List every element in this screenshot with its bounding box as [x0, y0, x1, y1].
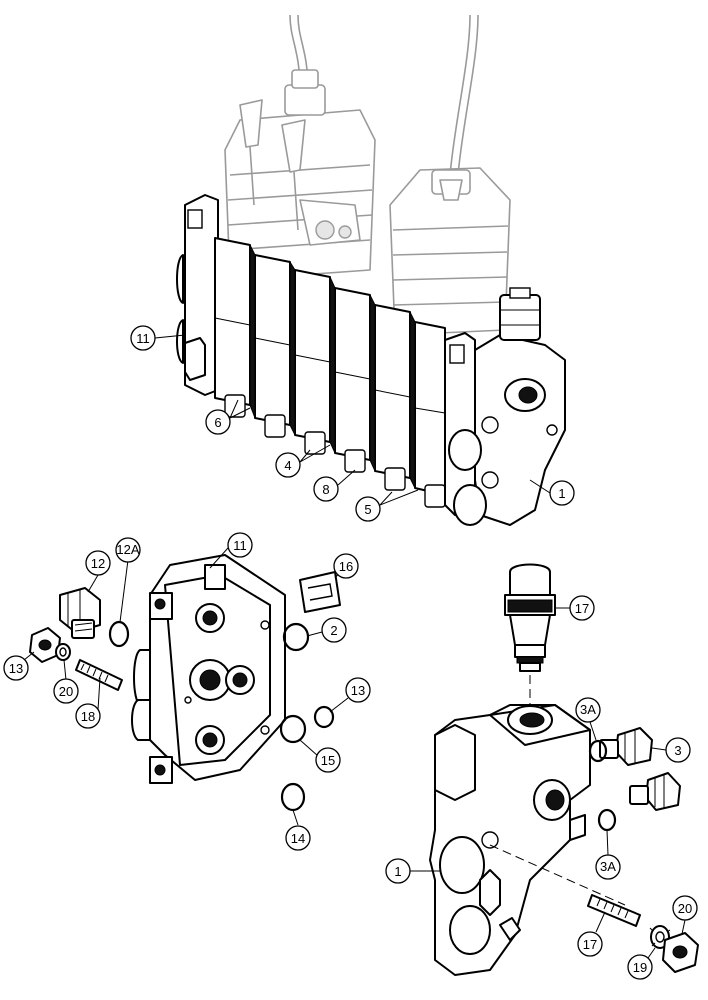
callout-20-left: 13: [3, 651, 35, 681]
plug-12: [59, 587, 101, 639]
stud-17-right: [587, 894, 641, 927]
svg-text:1: 1: [394, 864, 401, 879]
o-ring-14: [279, 714, 307, 744]
callout-13-b: 14: [285, 809, 311, 851]
end-plate-exploded: [131, 554, 286, 784]
callout-5: 5: [355, 489, 419, 522]
svg-text:2: 2: [330, 623, 337, 638]
callout-13-a: 2: [306, 617, 347, 643]
svg-text:4: 4: [284, 458, 291, 473]
svg-text:20: 20: [59, 684, 73, 699]
o-ring-15: [313, 705, 335, 729]
joystick-boots-rear: [224, 69, 376, 281]
callout-20-right: 20: [672, 895, 698, 935]
callout-14: 15: [299, 739, 341, 773]
callout-3a-bottom: 3A: [595, 829, 621, 880]
stud-axis: [489, 844, 626, 906]
washer-18: [55, 643, 71, 661]
svg-text:16: 16: [339, 559, 353, 574]
joystick-boot-front: [389, 167, 511, 336]
nut-20-right: [662, 932, 699, 973]
callout-6: 6: [205, 399, 251, 435]
callout-11-mid: 11: [209, 532, 253, 569]
control-cables: [289, 14, 479, 176]
callout-2: 17: [555, 595, 595, 621]
callout-12a: 12A: [115, 537, 141, 623]
plug-3-b: [629, 772, 681, 811]
spool-ends: [224, 394, 446, 508]
callout-3a-top: 3A: [575, 697, 601, 741]
svg-text:20: 20: [678, 901, 692, 916]
svg-text:11: 11: [233, 538, 247, 553]
svg-text:17: 17: [575, 601, 589, 616]
plug-3-a: [599, 727, 653, 766]
svg-text:13: 13: [9, 661, 23, 676]
svg-text:11: 11: [136, 331, 150, 346]
relief-valve-2: [504, 563, 556, 672]
shim-16: [299, 571, 341, 613]
o-ring-13-b: [280, 782, 306, 812]
callout-19: 19: [627, 947, 656, 980]
callout-4: 4: [275, 444, 331, 478]
callout-3: 3: [651, 737, 691, 763]
o-ring-12a: [108, 620, 130, 648]
callout-17-left: 18: [75, 677, 101, 729]
svg-text:5: 5: [364, 502, 371, 517]
svg-text:6: 6: [214, 415, 221, 430]
callout-17-right: 17: [577, 911, 606, 957]
callout-12: 12: [85, 550, 111, 593]
callout-1-top: 1: [529, 479, 575, 506]
svg-text:3: 3: [674, 743, 681, 758]
svg-text:12: 12: [91, 556, 105, 571]
control-valve-assembly: 11 6 4 8 5 1: [130, 14, 575, 526]
svg-text:3A: 3A: [600, 859, 616, 874]
callout-15: 13: [329, 677, 371, 713]
callout-18: 20: [53, 659, 79, 704]
callout-8: 8: [313, 469, 356, 502]
o-ring-3a-top: [588, 739, 608, 763]
inlet-section-exploded: [429, 704, 591, 976]
svg-text:8: 8: [322, 482, 329, 497]
stud-17-left: [75, 659, 123, 691]
svg-text:3A: 3A: [580, 702, 596, 717]
svg-text:18: 18: [81, 709, 95, 724]
valve-bank: [176, 194, 566, 526]
svg-text:19: 19: [633, 960, 647, 975]
svg-text:1: 1: [558, 486, 565, 501]
o-ring-3a-bottom: [597, 808, 617, 832]
callout-11-top: 11: [130, 325, 186, 351]
svg-text:13: 13: [351, 683, 365, 698]
svg-text:12A: 12A: [116, 542, 139, 557]
callout-16: 16: [333, 553, 359, 579]
nut-20-left: [29, 627, 61, 663]
callout-1-bottom: 1: [385, 858, 440, 884]
svg-text:15: 15: [321, 753, 335, 768]
o-ring-13-a: [282, 622, 310, 652]
svg-text:17: 17: [583, 937, 597, 952]
svg-text:14: 14: [291, 831, 305, 846]
